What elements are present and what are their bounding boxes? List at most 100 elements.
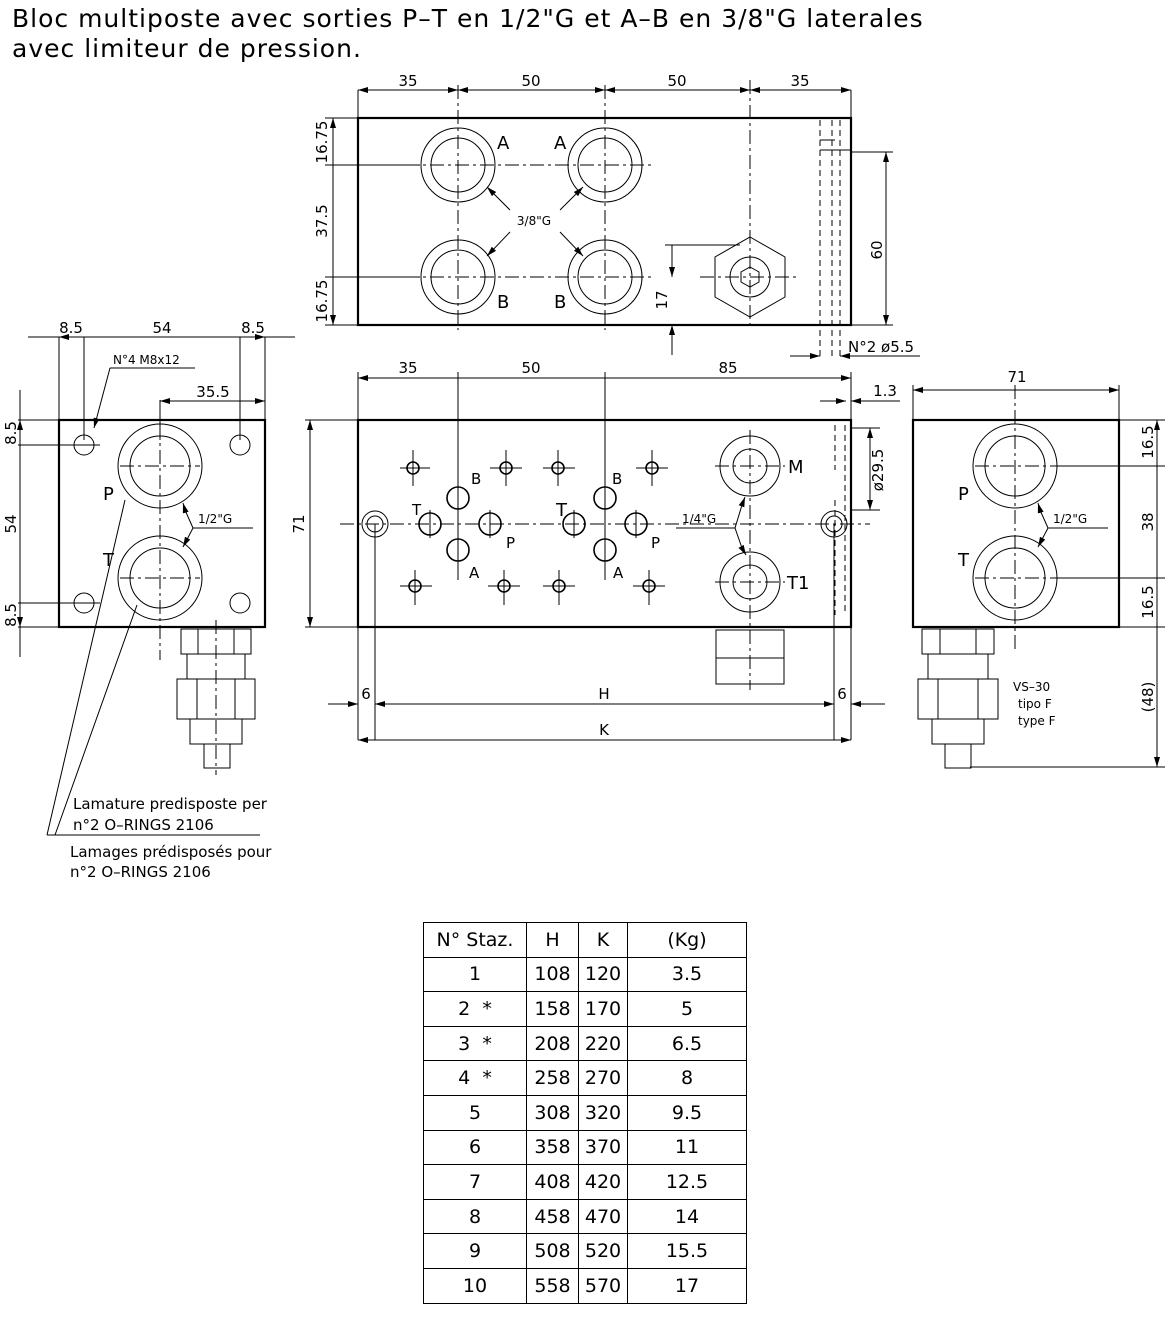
header-h: H	[526, 922, 579, 958]
dim-16-5: 16.5	[1139, 425, 1157, 458]
port-label-a: A	[554, 133, 567, 154]
header-weight: (Kg)	[627, 922, 747, 958]
dim-54: 54	[152, 319, 171, 337]
dim-50: 50	[667, 72, 686, 90]
cell-stations: 4 *	[423, 1060, 527, 1096]
cell-weight: 15.5	[627, 1233, 747, 1269]
cell-h: 558	[526, 1267, 579, 1304]
thread-1-2-label: 1/2"G	[198, 512, 232, 526]
dim-8-5: 8.5	[59, 319, 83, 337]
relief-valve-hex	[700, 80, 800, 330]
note-fr-line1: Lamages prédisposés pour	[70, 843, 272, 861]
cell-h: 208	[526, 1025, 579, 1062]
cell-h: 158	[526, 991, 579, 1027]
port-label-t: T	[957, 550, 970, 571]
dim-8-5: 8.5	[241, 319, 265, 337]
cell-stations: 3 *	[423, 1025, 527, 1062]
thread-1-2-label: 1/2"G	[1053, 512, 1087, 526]
cell-k: 270	[578, 1060, 628, 1096]
port-label-b: B	[471, 470, 481, 488]
port-label-p: P	[958, 484, 969, 505]
cell-weight: 6.5	[627, 1025, 747, 1062]
dim-6: 6	[361, 685, 371, 703]
cell-h: 458	[526, 1198, 579, 1235]
note-fr-line2: n°2 O–RINGS 2106	[70, 863, 211, 881]
dim-16-5: 16.5	[1139, 585, 1157, 618]
cell-h: 408	[526, 1164, 579, 1200]
cell-h: 358	[526, 1129, 579, 1166]
dim-17: 17	[653, 290, 671, 309]
cell-stations: 8	[423, 1198, 527, 1235]
fitting-assembly	[176, 620, 256, 775]
cell-weight: 14	[627, 1198, 747, 1235]
thread-3-8-label: 3/8"G	[517, 214, 551, 228]
dim-48: (48)	[1139, 682, 1157, 713]
dim-71: 71	[1007, 368, 1026, 386]
dim-16-75: 16.75	[313, 121, 331, 164]
drawing-title-line1: Bloc multiposte avec sorties P–T en 1/2"…	[12, 4, 924, 33]
right-view: 71 16.5 38 16.5 (48) P T 1/2"G VS–30 tip…	[911, 368, 1165, 769]
cell-h: 258	[526, 1060, 579, 1096]
cell-k: 170	[578, 991, 628, 1027]
top-view: 35 50 50 35 16.75 37.5 16.75 60 17 N°2 ø…	[313, 72, 920, 360]
dim-71: 71	[290, 514, 308, 533]
cell-k: 470	[578, 1198, 628, 1235]
dim-35: 35	[398, 72, 417, 90]
cell-k: 520	[578, 1233, 628, 1269]
port-label-a: A	[613, 564, 624, 582]
cell-k: 420	[578, 1164, 628, 1200]
cell-stations: 7	[423, 1164, 527, 1200]
cell-k: 570	[578, 1267, 628, 1304]
left-view: 8.5 54 8.5 N°4 M8x12 35.5 8.5 54 8.5 P T…	[2, 319, 295, 775]
cell-k: 320	[578, 1094, 628, 1131]
dim-38: 38	[1139, 512, 1157, 531]
cell-h: 108	[526, 956, 579, 993]
header-k: K	[578, 922, 628, 958]
dim-50: 50	[521, 359, 540, 377]
dim-diameter-29-5: ø29.5	[869, 449, 887, 492]
thread-1-4-label: 1/4"G	[682, 512, 716, 526]
port-label-b: B	[497, 292, 509, 313]
dim-35: 35	[398, 359, 417, 377]
dim-54: 54	[2, 514, 20, 533]
cell-weight: 11	[627, 1129, 747, 1166]
port-label-p: P	[651, 534, 660, 552]
port-label-m: M	[788, 457, 804, 478]
valve-model: VS–30	[1013, 680, 1050, 694]
port-label-t: T	[555, 500, 568, 521]
cell-h: 508	[526, 1233, 579, 1269]
cell-stations: 6	[423, 1129, 527, 1166]
cell-stations: 5	[423, 1094, 527, 1131]
cell-weight: 17	[627, 1267, 747, 1304]
cell-h: 308	[526, 1094, 579, 1131]
valve-nut	[715, 629, 785, 685]
port-label-t: T	[411, 501, 422, 519]
port-label-p: P	[506, 534, 515, 552]
dim-37-5: 37.5	[313, 204, 331, 237]
cell-stations: 1	[423, 956, 527, 993]
dim-35-5: 35.5	[196, 383, 229, 401]
port-label-a: A	[497, 133, 510, 154]
header-stations: N° Staz.	[423, 922, 527, 958]
note-it-line2: n°2 O–RINGS 2106	[73, 816, 214, 834]
cell-k: 370	[578, 1129, 628, 1166]
table-header-row: N° Staz. H K (Kg)	[423, 922, 747, 958]
screws-note: N°4 M8x12	[113, 353, 180, 367]
cell-weight: 5	[627, 991, 747, 1027]
valve-type-it: tipo F	[1018, 697, 1052, 711]
dim-1-3: 1.3	[873, 382, 897, 400]
valve-vs30	[917, 628, 999, 769]
port-label-b: B	[554, 292, 566, 313]
cell-weight: 9.5	[627, 1094, 747, 1131]
dim-16-75: 16.75	[313, 280, 331, 323]
cell-k: 120	[578, 956, 628, 993]
cell-weight: 3.5	[627, 956, 747, 993]
